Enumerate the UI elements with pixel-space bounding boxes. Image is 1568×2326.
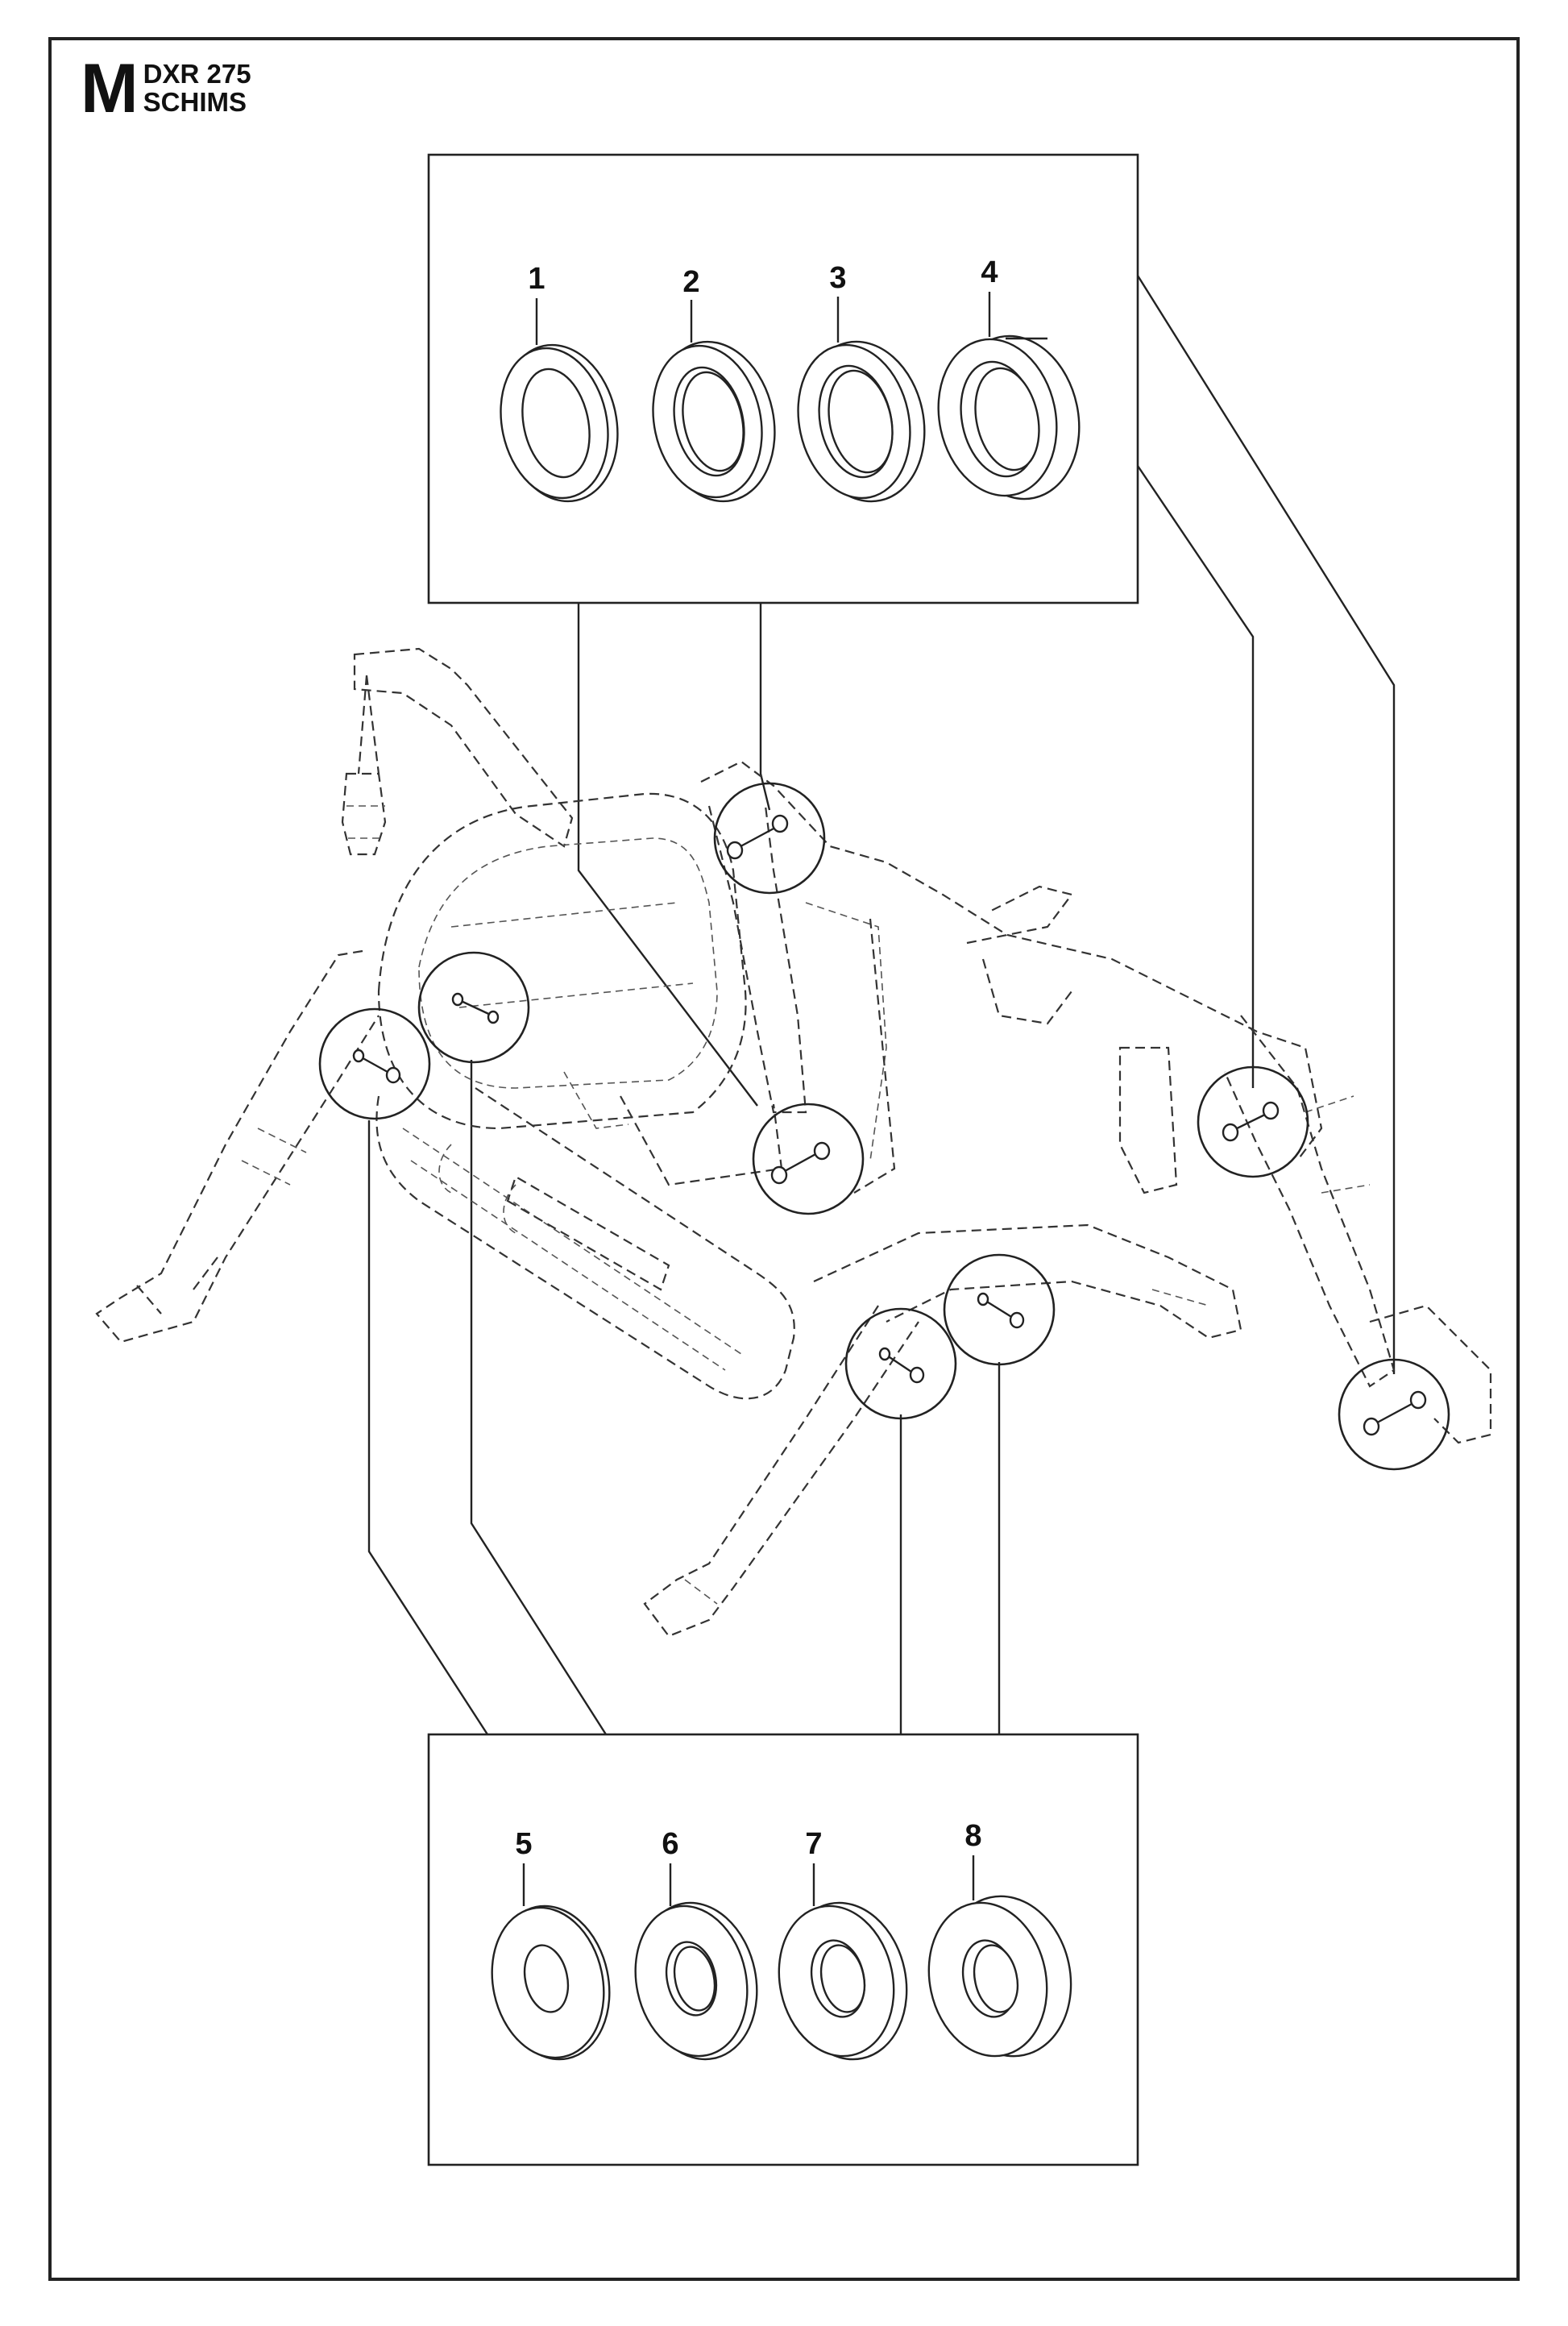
page-header: M DXR 275 SCHIMS: [81, 50, 251, 127]
callout-4: 4: [981, 255, 998, 289]
shim-8: [927, 1855, 1072, 2058]
shim-4: [937, 292, 1081, 501]
page-frame: [48, 37, 1520, 2281]
section-letter: M: [81, 50, 139, 127]
shim-1: [500, 298, 619, 503]
callout-2: 2: [682, 265, 699, 299]
callout-8: 8: [964, 1819, 981, 1853]
callout-7: 7: [805, 1827, 822, 1861]
shim-6: [634, 1863, 758, 2061]
model-name: DXR 275: [143, 59, 251, 89]
callout-5: 5: [515, 1827, 532, 1861]
bottom-parts-box: 5 6 7 8: [427, 1733, 1139, 2166]
callout-1: 1: [528, 262, 545, 296]
callout-3: 3: [829, 261, 846, 295]
zoom-circles: [318, 782, 1450, 1471]
shim-2: [652, 300, 776, 503]
callout-6: 6: [662, 1827, 678, 1861]
shim-3: [797, 297, 926, 503]
title-block: DXR 275 SCHIMS: [143, 60, 251, 116]
machine-outline: [95, 647, 1492, 1638]
leader-lines: [367, 275, 1396, 1735]
top-parts-box: 1 2 3 4: [427, 153, 1139, 604]
shim-5: [491, 1863, 611, 2061]
section-title: SCHIMS: [143, 87, 247, 117]
shim-7: [778, 1863, 908, 2061]
